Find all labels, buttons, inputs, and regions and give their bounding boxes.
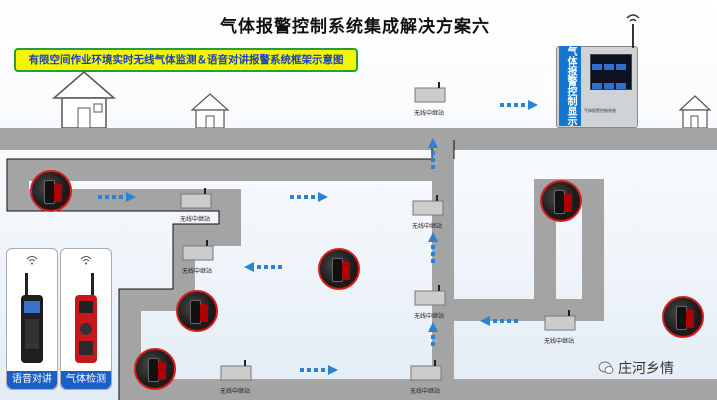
terminal-brand: 气体报警控制系统	[584, 108, 616, 113]
terminal-screen	[590, 54, 632, 90]
house-icon	[190, 93, 230, 129]
up-arrow-icon	[428, 232, 438, 263]
up-arrow-icon	[428, 138, 438, 169]
wechat-icon	[598, 361, 614, 374]
antenna-icon	[626, 14, 640, 48]
relay-station-4: 无线中继站	[414, 271, 448, 320]
house-icon	[678, 95, 712, 129]
two-way-radio-icon	[21, 273, 43, 363]
gas-detector-icon	[75, 273, 97, 363]
worker-with-devices	[318, 248, 360, 290]
relay-station-3: 无线中继站	[412, 181, 446, 230]
left-arrow-icon	[480, 316, 518, 326]
wifi-icon	[80, 256, 92, 265]
card-label-voice-intercom: 语音对讲	[7, 371, 57, 389]
right-arrow-icon	[98, 192, 136, 202]
gas-detector-card: 气体检测	[60, 248, 112, 390]
left-arrow-icon	[244, 262, 282, 272]
up-arrow-icon	[428, 322, 438, 346]
worker-with-devices	[176, 290, 218, 332]
house-icon	[52, 71, 116, 129]
diagram-title: 气体报警控制系统集成解决方案六	[220, 17, 490, 37]
right-arrow-icon	[290, 192, 328, 202]
worker-with-devices	[540, 180, 582, 222]
diagram-subtitle: 有限空间作业环境实时无线气体监测＆语音对讲报警系统框架示意图	[14, 48, 358, 72]
ground-surface	[0, 128, 717, 150]
relay-station-1: 无线中继站	[180, 174, 214, 223]
worker-with-devices	[134, 348, 176, 390]
card-label-gas-detection: 气体检测	[61, 371, 111, 389]
radio-device-card: 语音对讲	[6, 248, 58, 390]
relay-station-2: 无线中继站	[182, 226, 216, 275]
worker-with-devices	[30, 170, 72, 212]
right-arrow-icon	[500, 100, 538, 110]
relay-station-7: 无线中继站	[410, 346, 444, 395]
wifi-icon	[26, 256, 38, 265]
terminal-side-label: 气体报警控制显示终端	[543, 46, 581, 126]
right-arrow-icon	[300, 365, 338, 375]
worker-with-devices	[662, 296, 704, 338]
watermark: 庄河乡情	[598, 358, 674, 378]
relay-station-top: 无线中继站	[414, 68, 448, 117]
relay-station-6: 无线中继站	[220, 346, 254, 395]
relay-station-5: 无线中继站	[544, 296, 578, 345]
